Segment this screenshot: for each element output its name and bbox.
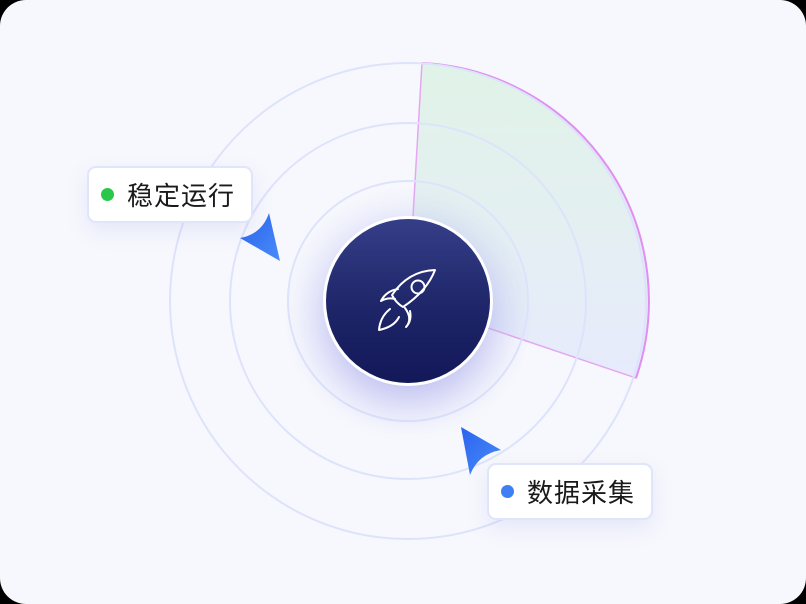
- rocket-icon: [378, 269, 436, 331]
- status-label-stable: 稳定运行: [87, 166, 253, 223]
- label-text: 稳定运行: [127, 182, 236, 212]
- pointer-arrow-icon: [240, 213, 280, 261]
- green-dot-icon: [101, 188, 114, 201]
- rocket-hub: [326, 219, 490, 383]
- blue-dot-icon: [501, 485, 514, 498]
- status-label-data: 数据采集: [487, 463, 653, 520]
- pointer-arrow-icon: [461, 427, 501, 475]
- label-text: 数据采集: [527, 479, 636, 509]
